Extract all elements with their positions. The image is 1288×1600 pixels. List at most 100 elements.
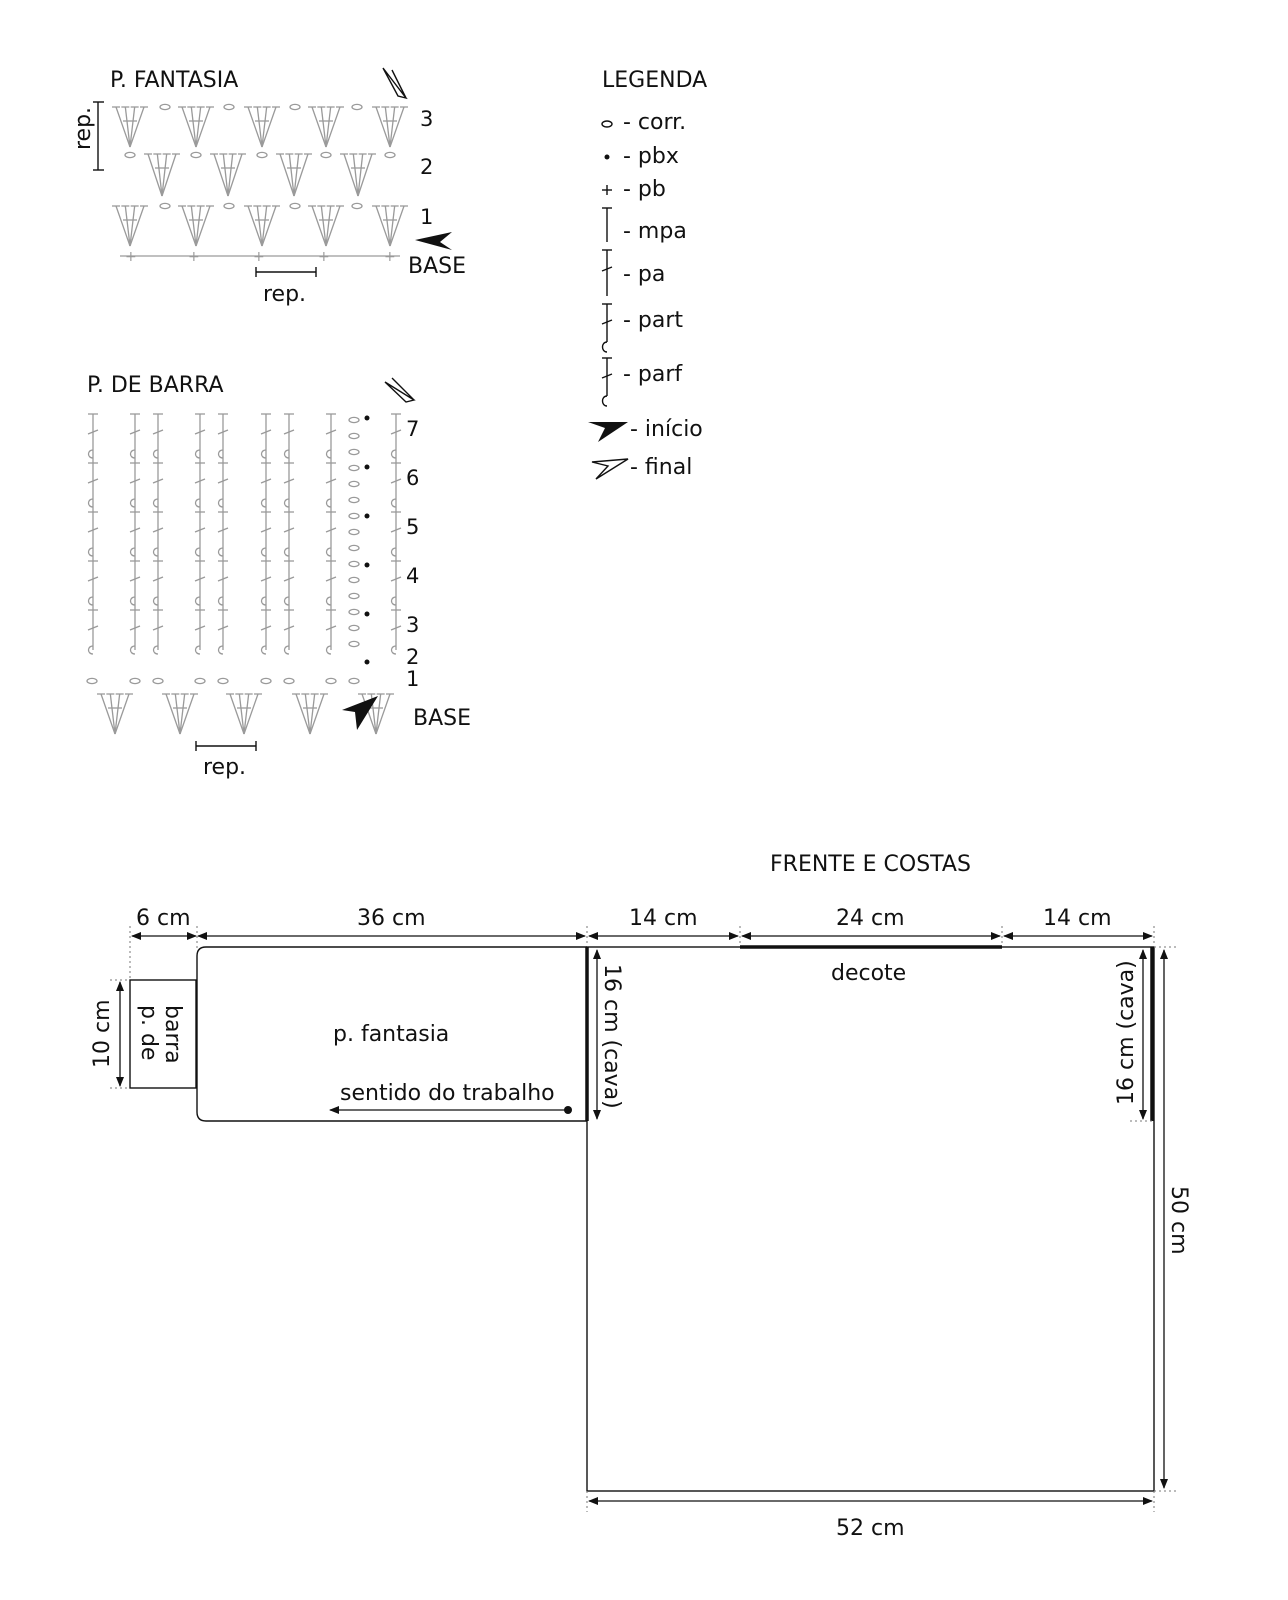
- barra-row-number: 1: [406, 667, 419, 691]
- barra-rep-bracket: [195, 741, 257, 751]
- slip-stitch: [364, 562, 370, 568]
- chain-stitch: [348, 544, 360, 552]
- legend-label: - pbx: [623, 144, 679, 169]
- schematic: FRENTE E COSTAS 6 cm 36 cm 14 cm 24 cm 1…: [90, 852, 1191, 1541]
- legend-title: LEGENDA: [602, 68, 707, 93]
- barra-row-number: 5: [406, 515, 419, 539]
- chain-stitch: [348, 416, 360, 424]
- relief-post: [217, 413, 229, 655]
- relief-post: [152, 413, 164, 655]
- slip-stitch: [364, 415, 370, 421]
- chain-stitch: [348, 624, 360, 632]
- chain-stitch: [289, 103, 301, 111]
- fantasia-panel: [196, 946, 587, 1122]
- chain-stitch: [223, 103, 235, 111]
- fantasia-rep-bracket-bottom: [255, 267, 317, 277]
- legend-label: - pb: [623, 177, 666, 202]
- barra-base-label: BASE: [413, 706, 471, 731]
- slip-stitch: [364, 659, 370, 665]
- svg-text:+: +: [318, 249, 330, 265]
- chain-stitch: [348, 592, 360, 600]
- fantasia-title: P. FANTASIA: [110, 68, 238, 93]
- relief-front-icon: [601, 303, 613, 353]
- end-arrow-icon: [382, 67, 408, 100]
- end-arrow-icon: [591, 458, 629, 480]
- fan-stitch: [97, 693, 133, 735]
- barra-base: [86, 677, 394, 735]
- relief-post: [87, 413, 99, 655]
- chain-stitch: [283, 677, 295, 685]
- chain-stitch: [348, 677, 360, 685]
- barra-row-number: 6: [406, 466, 419, 490]
- legend-label: - início: [630, 417, 703, 442]
- chain-stitch: [348, 496, 360, 504]
- svg-text:+: +: [384, 249, 396, 265]
- slip-stitch: [364, 513, 370, 519]
- dim-50: 50 cm: [1166, 1186, 1191, 1255]
- fan-stitch: [178, 106, 214, 148]
- svg-text:+: +: [253, 249, 265, 265]
- relief-post: [194, 413, 206, 655]
- fantasia-rep-side: rep.: [71, 107, 96, 150]
- svg-text:+: +: [125, 249, 137, 265]
- chain-stitch: [159, 202, 171, 210]
- barra-row-number: 2: [406, 645, 419, 669]
- fan-stitch: [340, 153, 376, 197]
- fan-stitch: [276, 153, 312, 197]
- chain-stitch: [223, 202, 235, 210]
- chain-stitch: [320, 151, 332, 159]
- fan-stitch: [372, 106, 408, 148]
- chain-stitch: [348, 448, 360, 456]
- barra-label-line1: p. de: [136, 1005, 161, 1060]
- barra-chart: P. DE BARRA 7 6 5 4 3 2 1 BASE rep.: [86, 373, 471, 780]
- chain-stitch: [124, 151, 136, 159]
- direction-label: sentido do trabalho: [340, 1081, 555, 1106]
- fantasia-rep-bottom: rep.: [263, 282, 306, 307]
- fan-stitch: [112, 106, 148, 148]
- start-arrow-icon: [588, 422, 628, 442]
- legend-label: - final: [630, 455, 692, 480]
- fan-stitch: [244, 205, 280, 247]
- barra-title: P. DE BARRA: [87, 373, 224, 398]
- dim-6: 6 cm: [136, 906, 191, 931]
- legend: LEGENDA - corr. - pbx - pb - mpa - pa - …: [588, 68, 707, 480]
- fantasia-base-label: BASE: [408, 254, 466, 279]
- relief-back-icon: [601, 357, 613, 407]
- chain-stitch: [152, 677, 164, 685]
- chain-stitch: [348, 432, 360, 440]
- chain-stitch: [348, 608, 360, 616]
- relief-post: [325, 413, 337, 655]
- fan-stitch: [292, 693, 328, 735]
- chain-stitch: [256, 151, 268, 159]
- fantasia-row-number: 1: [420, 205, 433, 229]
- legend-label: - part: [623, 308, 683, 333]
- barra-posts: [87, 413, 402, 665]
- fantasia-row-number: 3: [420, 107, 433, 131]
- relief-post: [129, 413, 141, 655]
- body-panel: [586, 946, 1155, 1492]
- dim-16-left: 16 cm (cava): [599, 964, 624, 1109]
- fan-stitch: [178, 205, 214, 247]
- relief-post: [390, 413, 402, 655]
- fantasia-base-line: + + + + +: [120, 249, 400, 265]
- chain-stitch: [129, 677, 141, 685]
- fan-stitch: [308, 106, 344, 148]
- legend-label: - parf: [623, 362, 683, 387]
- chain-stitch: [86, 677, 98, 685]
- double-icon: [601, 249, 613, 296]
- chain-stitch: [351, 202, 363, 210]
- decote-label: decote: [831, 961, 906, 986]
- dim-14-right: 14 cm: [1043, 906, 1112, 931]
- chain-stitch: [348, 640, 360, 648]
- chain-stitch: [348, 528, 360, 536]
- legend-label: - corr.: [623, 110, 686, 135]
- chain-stitch: [190, 151, 202, 159]
- slip-stitch: [364, 464, 370, 470]
- dim-36: 36 cm: [357, 906, 426, 931]
- relief-post: [260, 413, 272, 655]
- barra-row-number: 3: [406, 613, 419, 637]
- chain-stitch: [348, 512, 360, 520]
- slip-stitch-icon: [604, 154, 610, 160]
- chain-stitch: [348, 480, 360, 488]
